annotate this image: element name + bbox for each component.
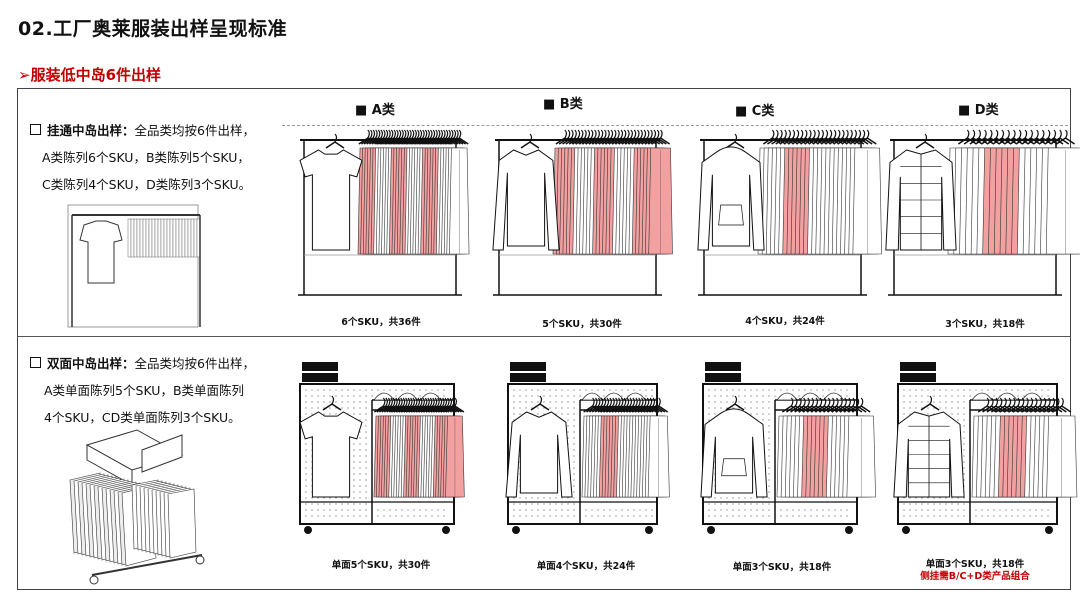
row2-heading: 双面中岛出样：: [47, 356, 135, 371]
rack-d-illustration: [885, 129, 1080, 296]
category-a-label: ■ A类: [355, 103, 395, 118]
row1-line1: 全品类均按6件出样，: [134, 123, 255, 138]
row1-description: 挂通中岛出样：全品类均按6件出样， A类陈列6个SKU，B类陈列5个SKU， C…: [30, 117, 255, 198]
caption-b-row1: 5个SKU，共30件: [542, 319, 622, 330]
category-c-label: ■ C类: [735, 104, 775, 119]
row1-line3: C类陈列4个SKU，D类陈列3个SKU。: [42, 177, 252, 192]
rack-c-illustration: [697, 129, 882, 296]
caption-a-row1: 6个SKU，共36件: [341, 317, 421, 328]
row-divider: [18, 336, 1070, 337]
double-sided-island-illustration: [69, 429, 205, 585]
content-frame: [17, 88, 1071, 590]
page-title: 02.工厂奥莱服装出样呈现标准: [18, 18, 288, 40]
row2-line3: 4个SKU，CD类单面陈列3个SKU。: [44, 410, 241, 425]
garment-rack-illustration: [67, 204, 201, 328]
rack-b-illustration: [492, 129, 673, 296]
cabinet-c-illustration: [700, 362, 876, 534]
row2-line1: 全品类均按6件出样，: [134, 356, 255, 371]
caption-d-row1: 3个SKU，共18件: [945, 319, 1025, 330]
rack-a-illustration: [298, 129, 470, 296]
category-d-label: ■ D类: [958, 103, 999, 118]
caption-b-row2: 单面4个SKU，共24件: [536, 561, 636, 572]
cabinet-d-illustration: [893, 362, 1078, 534]
row2-description: 双面中岛出样：全品类均按6件出样， A类单面陈列5个SKU，B类单面陈列 4个S…: [30, 350, 255, 431]
caption-c-row2: 单面3个SKU，共18件: [732, 562, 832, 573]
section-subtitle: ➢服装低中岛6件出样: [18, 66, 162, 84]
cabinet-b-illustration: [505, 362, 670, 534]
caption-d-row2: 单面3个SKU，共18件: [925, 559, 1025, 570]
caption-c-row1: 4个SKU，共24件: [745, 316, 825, 327]
cabinet-a-illustration: [299, 362, 465, 534]
checkbox-icon: [30, 124, 41, 135]
category-b-label: ■ B类: [543, 97, 583, 112]
row1-line2: A类陈列6个SKU，B类陈列5个SKU，: [42, 150, 250, 165]
header-divider: [282, 125, 1068, 126]
row2-line2: A类单面陈列5个SKU，B类单面陈列: [44, 383, 245, 398]
caption-d-note: 侧挂需B/C+D类产品组合: [920, 571, 1030, 582]
caption-a-row2: 单面5个SKU，共30件: [331, 560, 431, 571]
row1-heading: 挂通中岛出样：: [47, 123, 135, 138]
checkbox-icon: [30, 357, 41, 368]
